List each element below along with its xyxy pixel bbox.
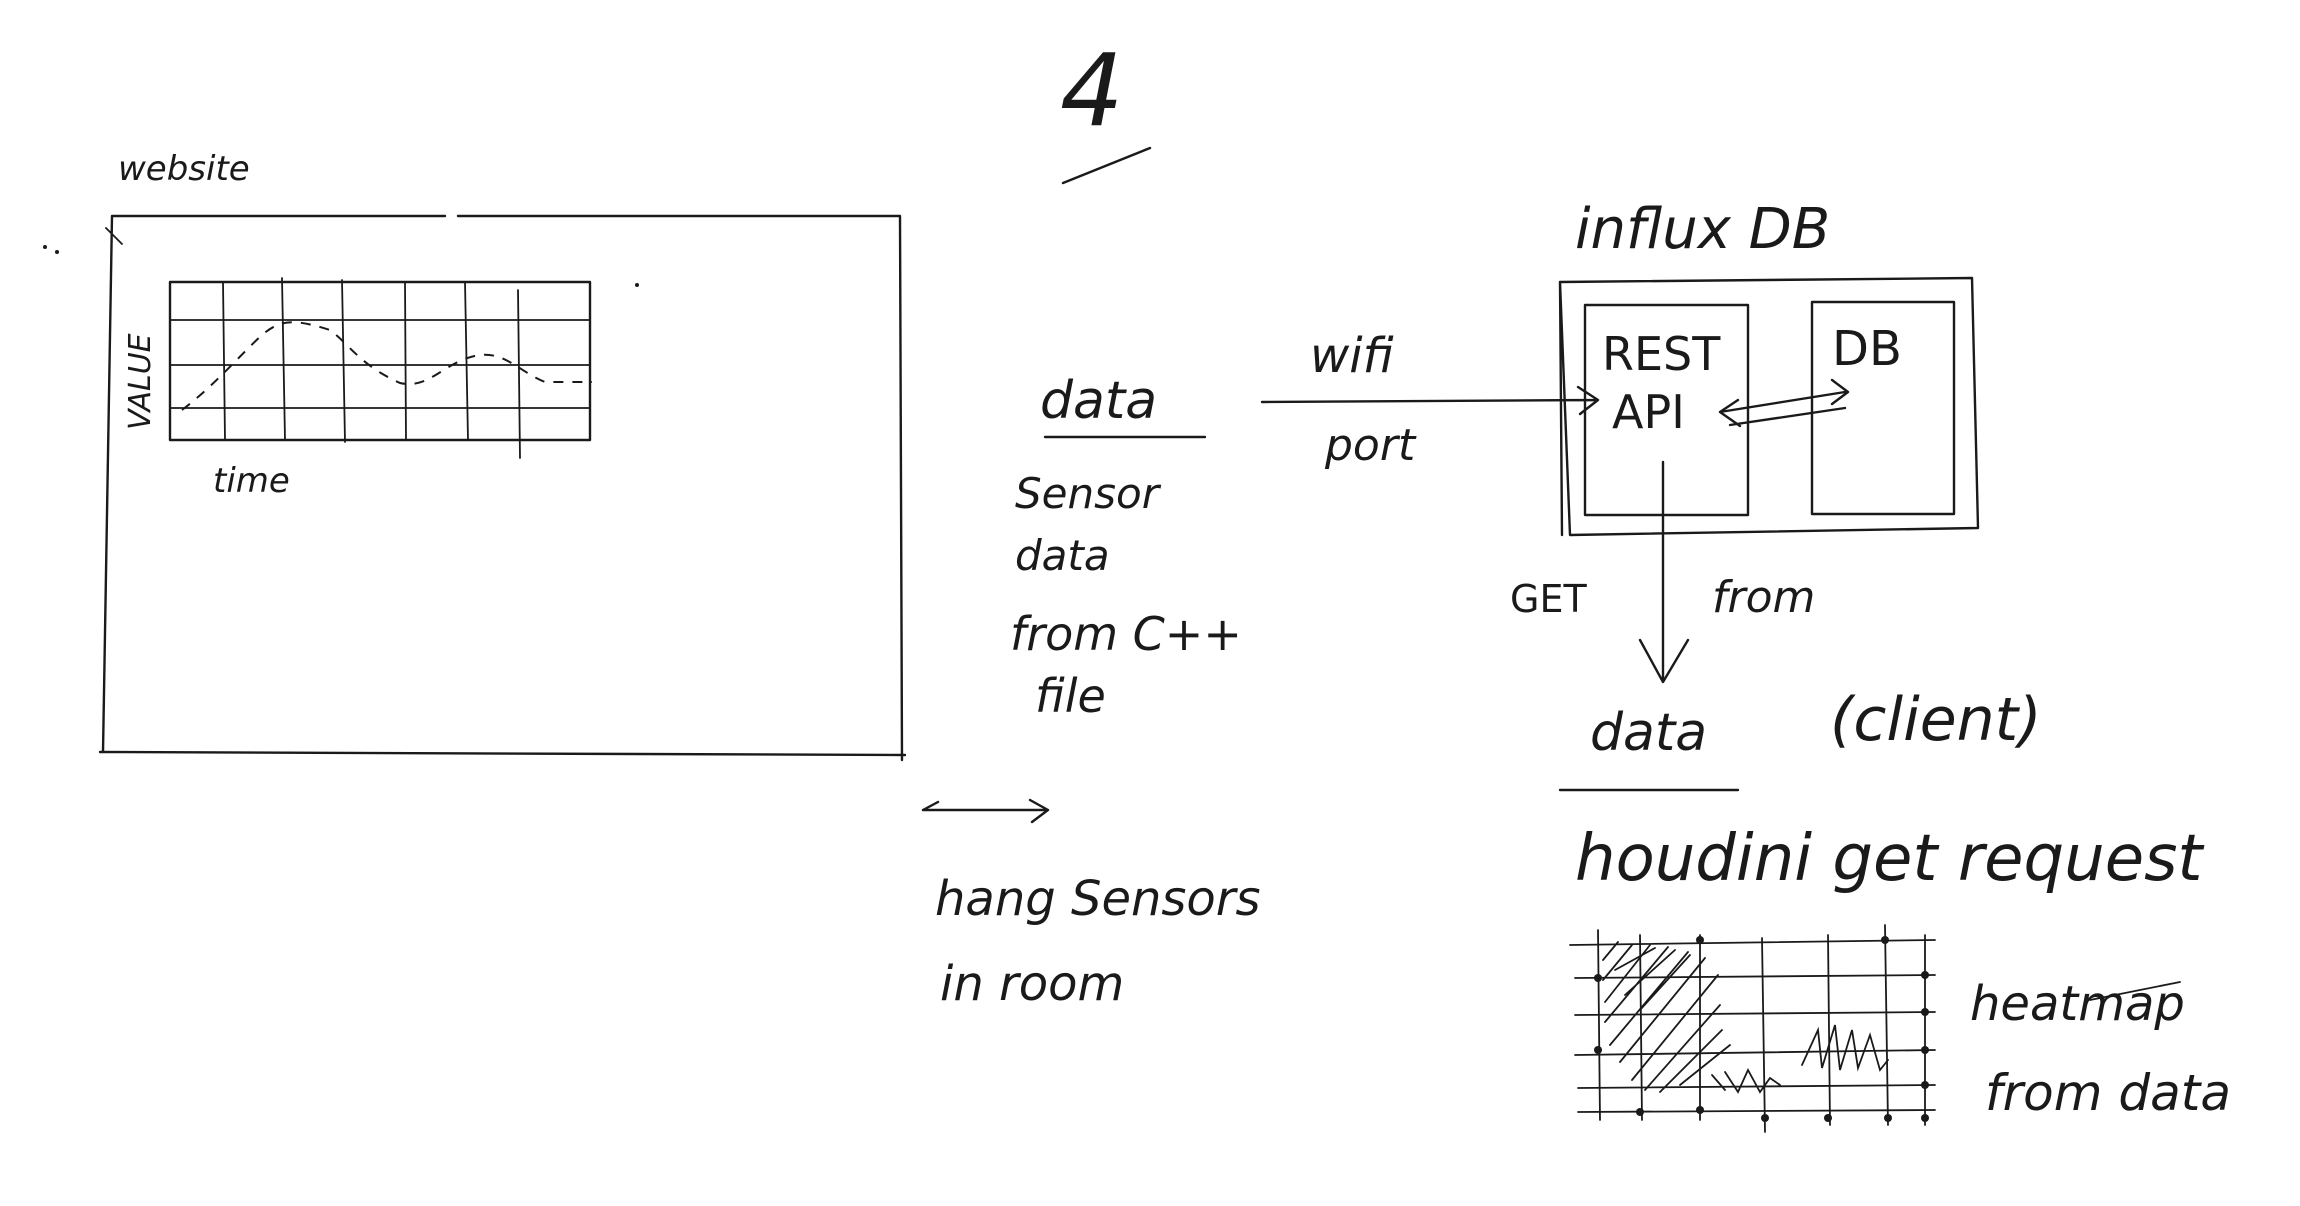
link-bottom-label: port xyxy=(1324,420,1417,471)
chart-y-axis-label: VALUE xyxy=(123,333,158,430)
website-corner-mark xyxy=(105,227,123,245)
heatmap-hatch-small xyxy=(1711,1024,1889,1094)
rest-api-box xyxy=(1583,303,1750,517)
db-box xyxy=(1810,300,1956,516)
get-request: GET from xyxy=(1510,460,1815,684)
heatmap-sketch xyxy=(1569,924,1936,1133)
stray-dot xyxy=(635,283,639,287)
heatmap-gridlines-horizontal xyxy=(1569,939,1936,1113)
stray-dot xyxy=(55,250,59,254)
data-source: data Sensor data from C++ file xyxy=(1010,371,1242,723)
client-description: houdini get request xyxy=(1575,822,2205,896)
website-frame xyxy=(98,214,907,762)
client: data (client) houdini get request xyxy=(1558,685,2205,896)
data-source-line-3: from C++ xyxy=(1010,607,1242,661)
rest-api-label-line-1: REST xyxy=(1602,327,1721,381)
get-label: GET xyxy=(1510,577,1587,621)
heatmap-note-line-2: from data xyxy=(1985,1064,2231,1122)
db-label: DB xyxy=(1832,321,1902,377)
stray-dot xyxy=(43,245,47,249)
link-top-label: wifi xyxy=(1310,328,1394,384)
page-number: 4 xyxy=(1060,32,1124,149)
chart-x-axis-label: time xyxy=(213,461,290,501)
get-arrow xyxy=(1638,460,1690,684)
heatmap-hatch-large xyxy=(1602,941,1731,1093)
influxdb-title: influx DB xyxy=(1575,197,1830,262)
api-db-double-arrow xyxy=(1718,378,1850,428)
data-source-heading: data xyxy=(1040,371,1157,431)
link-arrow xyxy=(1260,385,1600,416)
influxdb: influx DB REST API DB xyxy=(1558,197,1980,537)
page-number-underline xyxy=(1061,146,1152,185)
line-chart-sketch: VALUE time xyxy=(123,277,592,501)
client-heading: data xyxy=(1590,703,1707,763)
chart-gridlines-horizontal xyxy=(169,319,591,409)
rest-api-label-line-2: API xyxy=(1612,385,1685,439)
double-arrow xyxy=(921,798,1050,824)
chart-curve xyxy=(181,321,592,411)
data-source-line-1: Sensor xyxy=(1015,469,1162,518)
hang-note-line-1: hang Sensors xyxy=(935,871,1261,927)
from-label: from xyxy=(1712,572,1815,623)
influxdb-frame xyxy=(1558,276,1980,537)
data-source-line-4: file xyxy=(1035,669,1106,723)
chart-frame xyxy=(168,280,592,442)
heatmap-grid-markers xyxy=(1594,936,1929,1122)
website-label: website xyxy=(118,149,250,189)
client-tag: (client) xyxy=(1830,685,2042,755)
heatmap-note-line-1: heatmap xyxy=(1970,976,2185,1032)
heatmap-note-flourish xyxy=(2089,981,2181,1001)
data-source-line-2: data xyxy=(1015,531,1110,580)
chart-gridlines-vertical xyxy=(222,277,521,459)
website-sketch: website VALUE time xyxy=(43,149,907,762)
wifi-link: wifi port xyxy=(1260,328,1600,471)
hang-note-line-2: in room xyxy=(940,956,1124,1012)
